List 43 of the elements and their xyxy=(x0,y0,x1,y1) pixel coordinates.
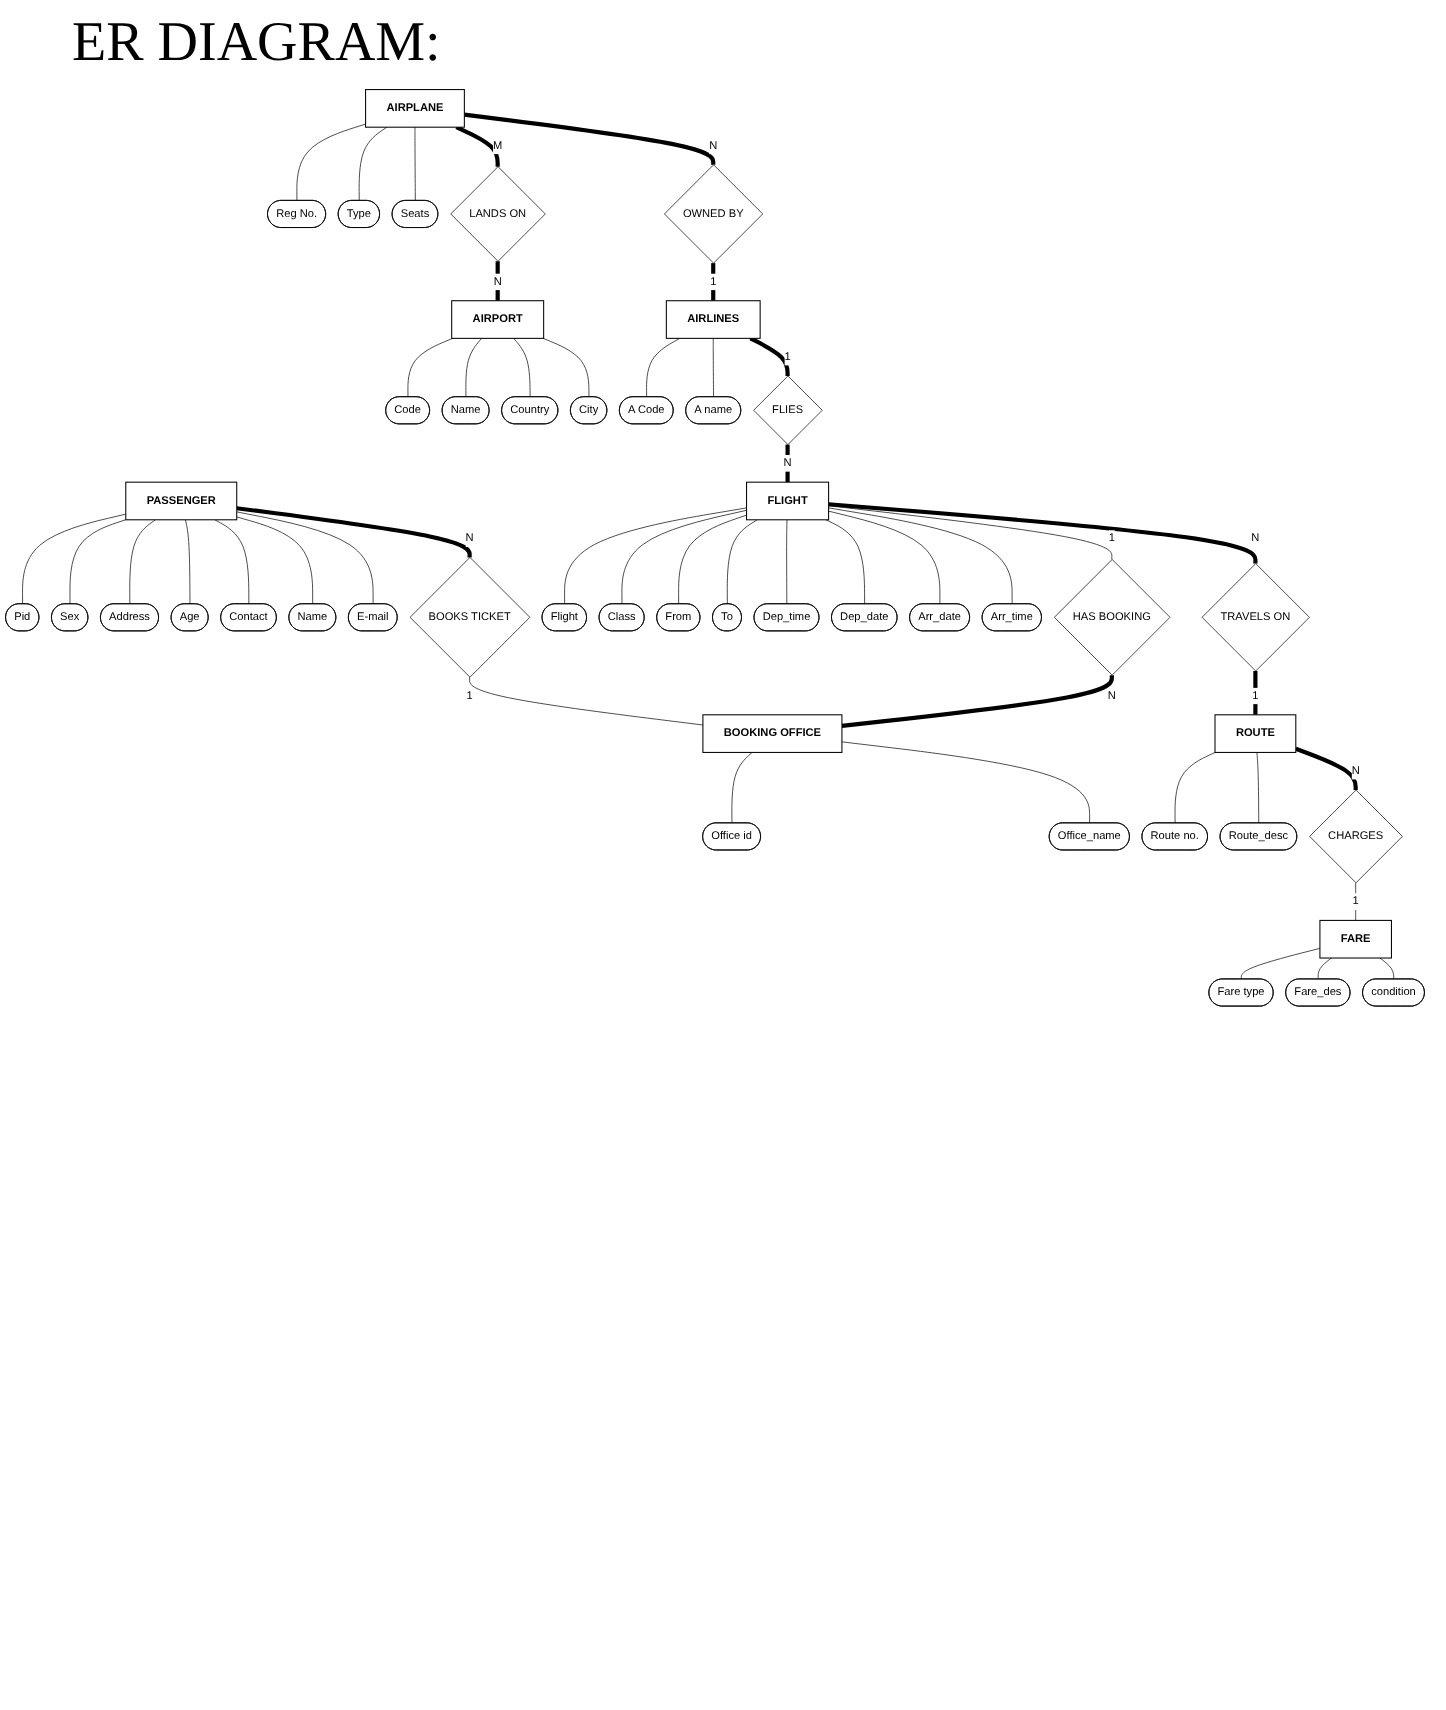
connector xyxy=(678,514,747,605)
connector xyxy=(69,519,127,605)
connector xyxy=(542,338,590,398)
connector xyxy=(1240,948,1321,980)
connector xyxy=(214,519,250,605)
connector xyxy=(564,507,747,605)
connector xyxy=(621,509,747,605)
connector xyxy=(828,510,941,605)
connector xyxy=(726,519,758,605)
connector xyxy=(464,112,716,165)
connector xyxy=(455,125,500,167)
connector xyxy=(495,261,500,301)
connector xyxy=(236,516,314,605)
connector xyxy=(1174,752,1216,824)
connector xyxy=(785,444,790,483)
diagram-title: ER DIAGRAM: xyxy=(72,12,443,76)
connector xyxy=(786,519,788,605)
connector xyxy=(1295,746,1358,791)
connector xyxy=(1379,957,1395,980)
connector xyxy=(825,519,865,605)
connector xyxy=(828,505,1113,560)
connector xyxy=(841,741,1090,824)
connector xyxy=(1256,752,1260,824)
connector xyxy=(646,338,681,398)
connector xyxy=(1317,957,1332,980)
connector xyxy=(465,338,482,398)
connector xyxy=(513,338,531,398)
connector xyxy=(236,506,472,558)
connector xyxy=(414,126,416,202)
connector xyxy=(731,752,753,824)
connector xyxy=(185,519,191,605)
connector xyxy=(22,513,127,605)
connector xyxy=(712,338,714,398)
connector xyxy=(407,338,453,398)
connector xyxy=(236,511,374,605)
connector xyxy=(129,519,156,605)
connector xyxy=(296,123,366,202)
connector xyxy=(749,336,790,376)
connector xyxy=(358,126,388,202)
connector xyxy=(841,675,1114,728)
connector xyxy=(469,676,704,726)
connector xyxy=(828,502,1258,564)
connector xyxy=(828,507,1013,605)
